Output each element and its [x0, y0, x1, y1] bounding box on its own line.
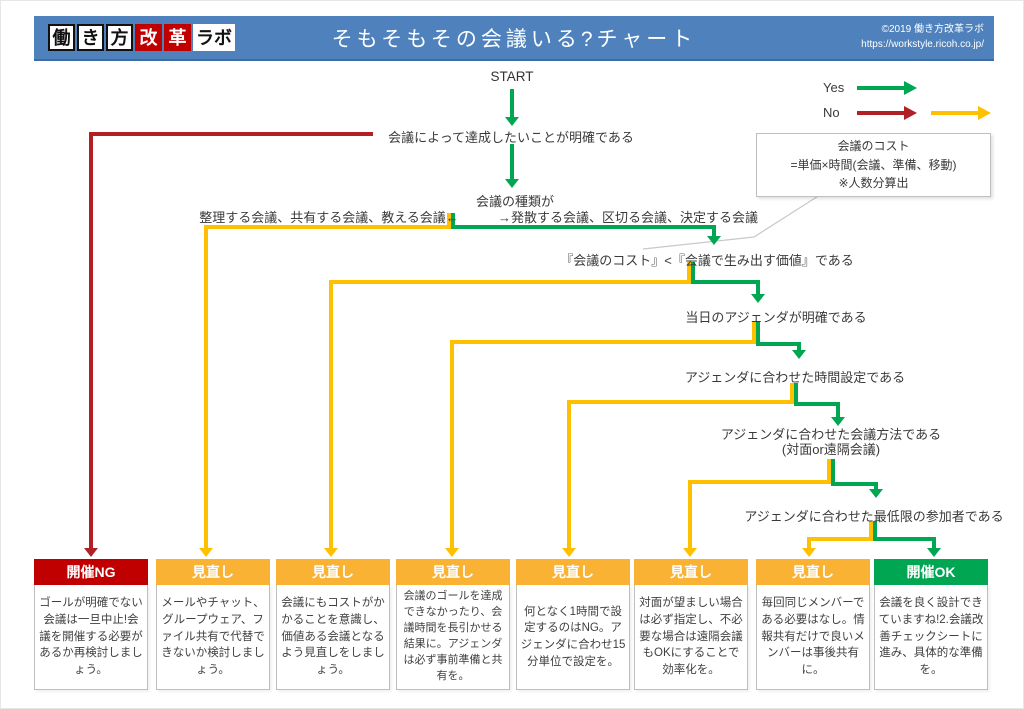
outcome-text: ゴールが明確でない会議は一旦中止!会議を開催する必要があるか再検討しましょう。: [39, 597, 143, 676]
outcome-box-revise-2: 見直し 会議にもコストがかかることを意識し、価値ある会議となるよう見直しをしまし…: [276, 559, 390, 690]
start-label: START: [490, 69, 534, 84]
outcome-body: メールやチャット、グループウェア、ファイル共有で代替できないか検討しましょう。: [156, 585, 270, 690]
outcome-header-revise: 見直し: [276, 559, 390, 585]
page-title: そもそもその会議いる?チャート: [331, 27, 697, 51]
decision-agenda-clear: 当日のアジェンダが明確である: [685, 310, 867, 325]
outcome-header-revise: 見直し: [156, 559, 270, 585]
outcome-box-revise-5: 見直し 対面が望ましい場合は必ず指定し、不必要な場合は遠隔会議もOKにすることで…: [634, 559, 748, 690]
decision-meeting-method-line1: アジェンダに合わせた会議方法である: [720, 427, 942, 442]
outcome-box-revise-1: 見直し メールやチャット、グループウェア、ファイル共有で代替できないか検討しまし…: [156, 559, 270, 690]
no-path-d1-arrow: [84, 132, 373, 557]
outcome-box-revise-4: 見直し 何となく1時間で設定するのはNG。アジェンダに合わせ15分単位で設定を。: [516, 559, 630, 690]
cost-note-line2: =単価×時間(会議、準備、移動): [790, 157, 957, 172]
outcome-body: 対面が望ましい場合は必ず指定し、不必要な場合は遠隔会議もOKにすることで効率化を…: [634, 585, 748, 690]
outcome-text: 会議を良く設計できていますね!2.会議改善チェックシートに進み、具体的な準備を。: [878, 597, 984, 676]
decision-meeting-method-line2: (対面or遠隔会議): [781, 441, 881, 457]
outcome-box-revise-3: 見直し 会議のゴールを達成できなかったり、会議時間を長引かせる結果に。アジェンダ…: [396, 559, 510, 690]
outcome-header-ng: 開催NG: [34, 559, 148, 585]
outcome-body: ゴールが明確でない会議は一旦中止!会議を開催する必要があるか再検討しましょう。: [34, 585, 148, 690]
cost-note-line1: 会議のコスト: [837, 139, 910, 154]
outcome-box-revise-6: 見直し 毎回同じメンバーである必要はなし。情報共有だけで良いメンバーは事後共有に…: [756, 559, 870, 690]
outcome-text: メールやチャット、グループウェア、ファイル共有で代替できないか検討しましょう。: [161, 597, 265, 676]
logo-char: 改: [135, 24, 162, 51]
decision-meeting-method: アジェンダに合わせた会議方法である (対面or遠隔会議): [720, 427, 942, 457]
decision-minimum-participants: アジェンダに合わせた最低限の参加者である: [744, 509, 1004, 524]
legend-yes-label: Yes: [823, 80, 845, 95]
legend-no-yellow-arrow: [931, 106, 991, 120]
cost-note-line3: ※人数分算出: [838, 176, 909, 191]
cost-note-callout-line: [642, 192, 824, 250]
outcome-body: 会議のゴールを達成できなかったり、会議時間を長引かせる結果に。アジェンダは必ず事…: [396, 585, 510, 690]
copyright-url: https://workstyle.ricoh.co.jp/: [861, 38, 984, 50]
outcome-box-ok: 開催OK 会議を良く設計できていますね!2.会議改善チェックシートに進み、具体的…: [874, 559, 988, 690]
copyright: ©2019 働き方改革ラボ https://workstyle.ricoh.co…: [861, 23, 984, 52]
outcome-header-revise: 見直し: [756, 559, 870, 585]
decision-time-setting: アジェンダに合わせた時間設定である: [684, 370, 906, 385]
decision-meeting-type-right-option: →発散する会議、区切る会議、決定する会議: [497, 210, 759, 225]
decision-meeting-type: 会議の種類が: [475, 194, 555, 209]
outcome-text: 会議にもコストがかかることを意識し、価値ある会議となるよう見直しをしましょう。: [281, 597, 385, 676]
outcome-header-revise: 見直し: [516, 559, 630, 585]
decision-meeting-type-left-option: 整理する会議、共有する会議、教える会議←: [199, 210, 459, 225]
no-path-yellow-arrowheads: [199, 548, 816, 557]
worklab-logo: 働 き 方 改 革 ラボ: [48, 24, 235, 51]
yes-path-arrows: [451, 89, 936, 548]
logo-char: ラボ: [193, 24, 235, 51]
outcome-header-ok: 開催OK: [874, 559, 988, 585]
outcome-text: 対面が望ましい場合は必ず指定し、不必要な場合は遠隔会議もOKにすることで効率化を…: [639, 597, 743, 676]
yes-arrowheads: [505, 117, 941, 557]
meeting-cost-note: 会議のコスト =単価×時間(会議、準備、移動) ※人数分算出: [756, 133, 991, 197]
outcome-body: 会議にもコストがかかることを意識し、価値ある会議となるよう見直しをしましょう。: [276, 585, 390, 690]
copyright-line1: ©2019 働き方改革ラボ: [881, 24, 984, 35]
outcome-body: 会議を良く設計できていますね!2.会議改善チェックシートに進み、具体的な準備を。: [874, 585, 988, 690]
legend-no-red-arrow: [857, 106, 917, 120]
outcome-text: 会議のゴールを達成できなかったり、会議時間を長引かせる結果に。アジェンダは必ず事…: [403, 590, 503, 682]
outcome-header-revise: 見直し: [396, 559, 510, 585]
logo-char: 方: [106, 24, 133, 51]
logo-char: き: [77, 24, 104, 51]
outcome-header-revise: 見直し: [634, 559, 748, 585]
outcome-box-ng: 開催NG ゴールが明確でない会議は一旦中止!会議を開催する必要があるか再検討しま…: [34, 559, 148, 690]
decision-goal-clear: 会議によって達成したいことが明確である: [388, 130, 634, 145]
logo-char: 革: [164, 24, 191, 51]
decision-cost-vs-value: 『会議のコスト』<『会議で生み出す価値』である: [560, 253, 854, 268]
logo-char: 働: [48, 24, 75, 51]
outcome-text: 何となく1時間で設定するのはNG。アジェンダに合わせ15分単位で設定を。: [520, 605, 626, 668]
outcome-body: 毎回同じメンバーである必要はなし。情報共有だけで良いメンバーは事後共有に。: [756, 585, 870, 690]
legend-no-label: No: [823, 105, 840, 120]
no-path-yellow-lines: [204, 213, 873, 548]
outcome-body: 何となく1時間で設定するのはNG。アジェンダに合わせ15分単位で設定を。: [516, 585, 630, 690]
outcome-text: 毎回同じメンバーである必要はなし。情報共有だけで良いメンバーは事後共有に。: [761, 597, 865, 676]
header-bar: 働 き 方 改 革 ラボ そもそもその会議いる?チャート ©2019 働き方改革…: [34, 16, 994, 61]
legend-yes-arrow: [857, 81, 917, 95]
